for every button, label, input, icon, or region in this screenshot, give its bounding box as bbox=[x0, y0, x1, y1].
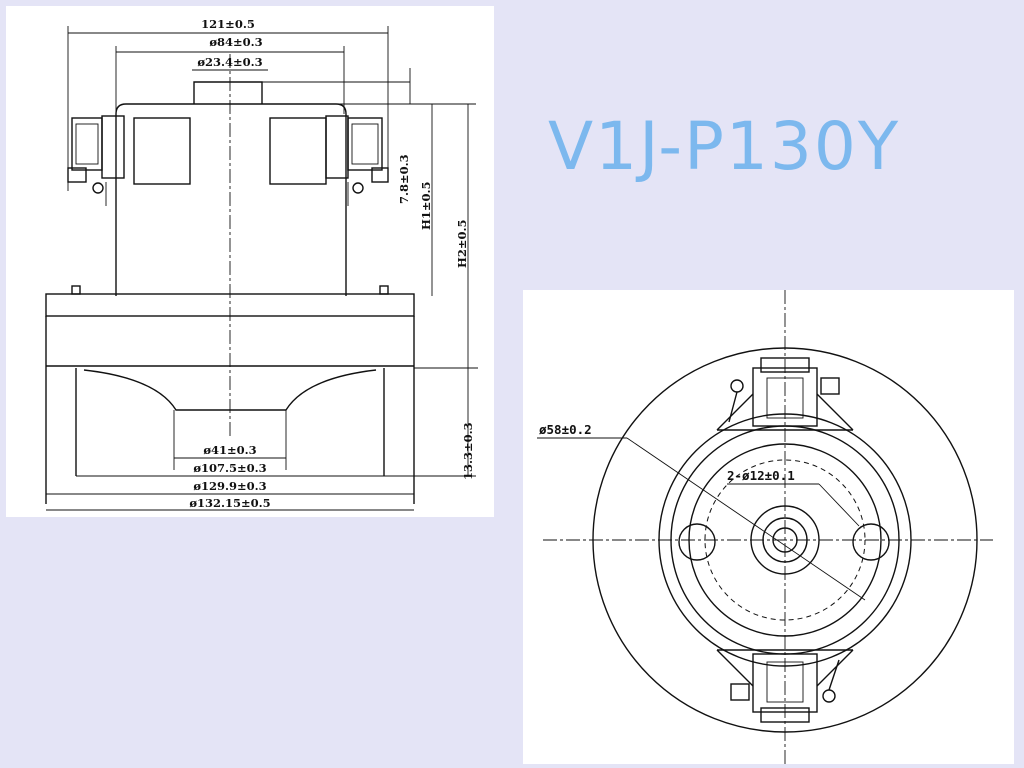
dim-h2-label: H2±0.5 bbox=[455, 219, 469, 268]
top-screw bbox=[730, 379, 744, 393]
dim-58-label: ø58±0.2 bbox=[539, 422, 592, 437]
side-view-panel: 121±0.5 ø84±0.3 ø23.4±0.3 bbox=[6, 6, 494, 517]
bottom-terminal bbox=[730, 683, 750, 701]
shaft bbox=[772, 527, 798, 553]
fan-impeller-profile bbox=[83, 369, 377, 411]
flange-circle bbox=[658, 413, 912, 667]
top-view-drawing: ø58±0.2 2-ø12±0.1 bbox=[537, 290, 993, 764]
dim-41-label: ø41±0.3 bbox=[203, 443, 256, 457]
hub-inner bbox=[762, 517, 808, 563]
brush-cap-right bbox=[347, 117, 383, 171]
bottom-brush-cap bbox=[760, 707, 810, 723]
brush-block-left bbox=[101, 115, 125, 179]
dim-h1-label: H1±0.5 bbox=[419, 181, 433, 230]
brush-holder-left bbox=[133, 117, 191, 185]
shaft-boss bbox=[193, 81, 263, 104]
dim-holes-leader bbox=[818, 483, 860, 527]
screw-left bbox=[92, 182, 104, 194]
hole-left bbox=[678, 523, 716, 561]
flange-stud-left bbox=[71, 285, 81, 295]
bottom-brush-inner bbox=[766, 661, 804, 703]
bottom-spring bbox=[828, 659, 840, 691]
bottom-brush-arms bbox=[716, 649, 854, 687]
dim-holes-label: 2-ø12±0.1 bbox=[727, 468, 795, 483]
screw-right bbox=[352, 182, 364, 194]
hub-outer bbox=[750, 505, 820, 575]
top-brush-inner bbox=[766, 377, 804, 419]
flange-stud-right bbox=[379, 285, 389, 295]
top-spring bbox=[728, 391, 738, 423]
motor-housing bbox=[115, 103, 347, 296]
brush-cap-right-inner bbox=[351, 123, 379, 165]
dim-129-label: ø129.9±0.3 bbox=[193, 479, 266, 493]
body-circle bbox=[688, 443, 882, 637]
outer-circle bbox=[592, 347, 978, 733]
top-brush-cap bbox=[760, 357, 810, 373]
top-brush-arms bbox=[716, 393, 854, 431]
side-view-drawing: 121±0.5 ø84±0.3 ø23.4±0.3 bbox=[45, 17, 478, 511]
dim-84-label: ø84±0.3 bbox=[209, 35, 262, 49]
top-brush-block bbox=[752, 367, 818, 427]
dim-107-label: ø107.5±0.3 bbox=[193, 461, 266, 475]
dim-121-label: 121±0.5 bbox=[201, 17, 255, 31]
fan-housing-sides bbox=[45, 316, 415, 504]
terminal-left bbox=[67, 167, 87, 183]
hole-right bbox=[852, 523, 890, 561]
fan-inner-walls bbox=[75, 368, 385, 476]
bolt-circle bbox=[704, 459, 866, 621]
brush-cap-left-inner bbox=[75, 123, 99, 165]
brush-cap-left bbox=[71, 117, 103, 171]
brush-holder-right bbox=[269, 117, 327, 185]
dim-132-label: ø132.15±0.5 bbox=[189, 496, 270, 510]
dim-78-label: 7.8±0.3 bbox=[397, 154, 411, 204]
bottom-screw bbox=[822, 689, 836, 703]
dim-23-label: ø23.4±0.3 bbox=[197, 55, 262, 69]
brush-block-right bbox=[325, 115, 349, 179]
top-view-panel: ø58±0.2 2-ø12±0.1 bbox=[523, 290, 1014, 764]
terminal-right bbox=[371, 167, 389, 183]
flange bbox=[45, 293, 415, 317]
dim-58-leader bbox=[626, 437, 866, 601]
model-title: V1J-P130Y bbox=[548, 108, 901, 185]
bottom-brush-block bbox=[752, 653, 818, 713]
top-terminal bbox=[820, 377, 840, 395]
dim-133-label: 13.3±0.3 bbox=[461, 422, 475, 480]
